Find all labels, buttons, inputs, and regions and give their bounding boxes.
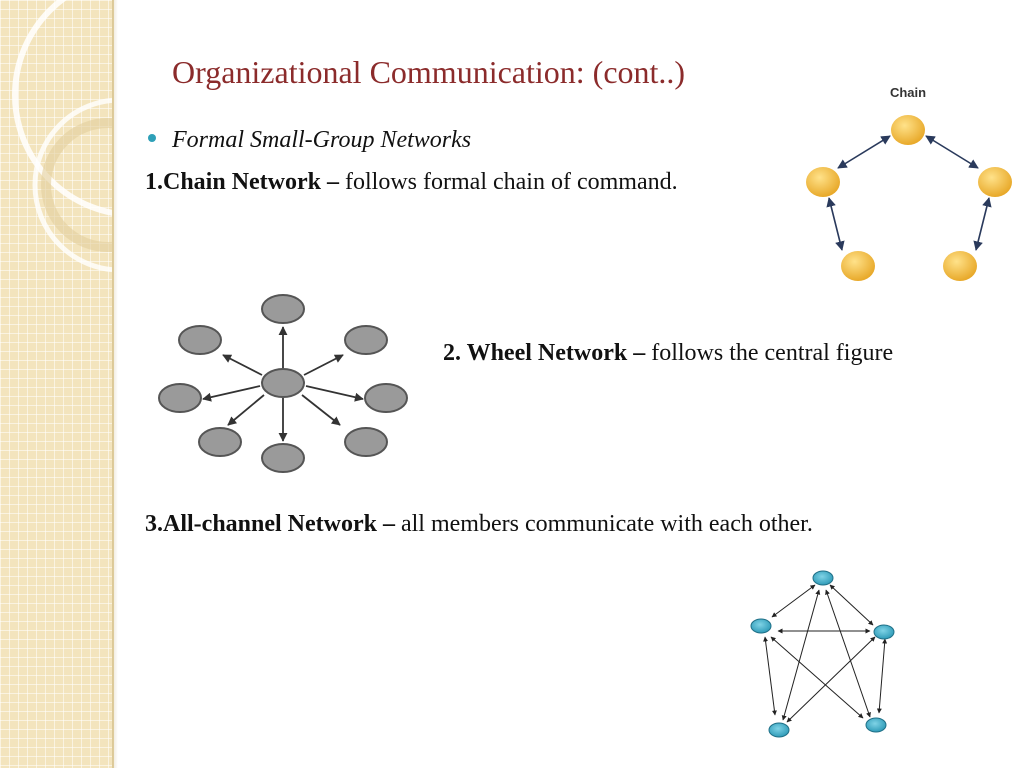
wheel-network-diagram <box>158 294 408 473</box>
chain-figure-label: Chain <box>890 85 926 100</box>
all-channel-node <box>768 722 790 738</box>
wheel-node <box>178 325 222 355</box>
wheel-network-desc: follows the central figure <box>645 340 894 366</box>
chain-network-label: 1.Chain Network – <box>145 169 340 195</box>
chain-node <box>943 251 977 281</box>
wheel-network-item: 2. Wheel Network – follows the central f… <box>443 340 893 367</box>
all-channel-network-diagram <box>750 570 895 738</box>
wheel-node <box>261 443 305 473</box>
decorative-circles <box>12 0 112 273</box>
chain-network-item: 1.Chain Network – follows formal chain o… <box>145 169 678 196</box>
wheel-center-node <box>261 368 305 398</box>
all-channel-network-desc: all members communicate with each other. <box>394 511 813 537</box>
all-channel-network-label: 3.All-channel Network – <box>145 511 395 537</box>
wheel-node <box>364 383 408 413</box>
chain-edge <box>837 135 891 169</box>
strip-shadow <box>112 0 118 768</box>
chain-node <box>978 167 1012 197</box>
chain-edge <box>925 135 979 169</box>
wheel-node <box>344 325 388 355</box>
chain-network-diagram: Chain <box>806 85 1012 281</box>
wheel-node <box>344 427 388 457</box>
chain-node <box>891 115 925 145</box>
chain-edge <box>826 197 845 251</box>
bullet-item: Formal Small-Group Networks <box>148 127 471 154</box>
bullet-dot-icon <box>148 134 156 143</box>
chain-node <box>806 167 840 197</box>
chain-network-desc: follows formal chain of command. <box>339 169 678 195</box>
slide-title: Organizational Communication: (cont..) <box>172 54 686 90</box>
all-channel-node <box>812 570 834 586</box>
decorative-left-strip <box>0 0 114 768</box>
wheel-network-label: 2. Wheel Network – <box>443 340 646 366</box>
wheel-node <box>198 427 242 457</box>
all-channel-node <box>865 717 887 733</box>
chain-node <box>841 251 875 281</box>
bullet-text: Formal Small-Group Networks <box>172 127 472 153</box>
all-channel-node <box>873 624 895 640</box>
wheel-node <box>158 383 202 413</box>
all-channel-network-item: 3.All-channel Network – all members comm… <box>145 511 813 538</box>
wheel-node <box>261 294 305 324</box>
all-channel-node <box>750 618 772 634</box>
chain-edge <box>973 197 992 251</box>
